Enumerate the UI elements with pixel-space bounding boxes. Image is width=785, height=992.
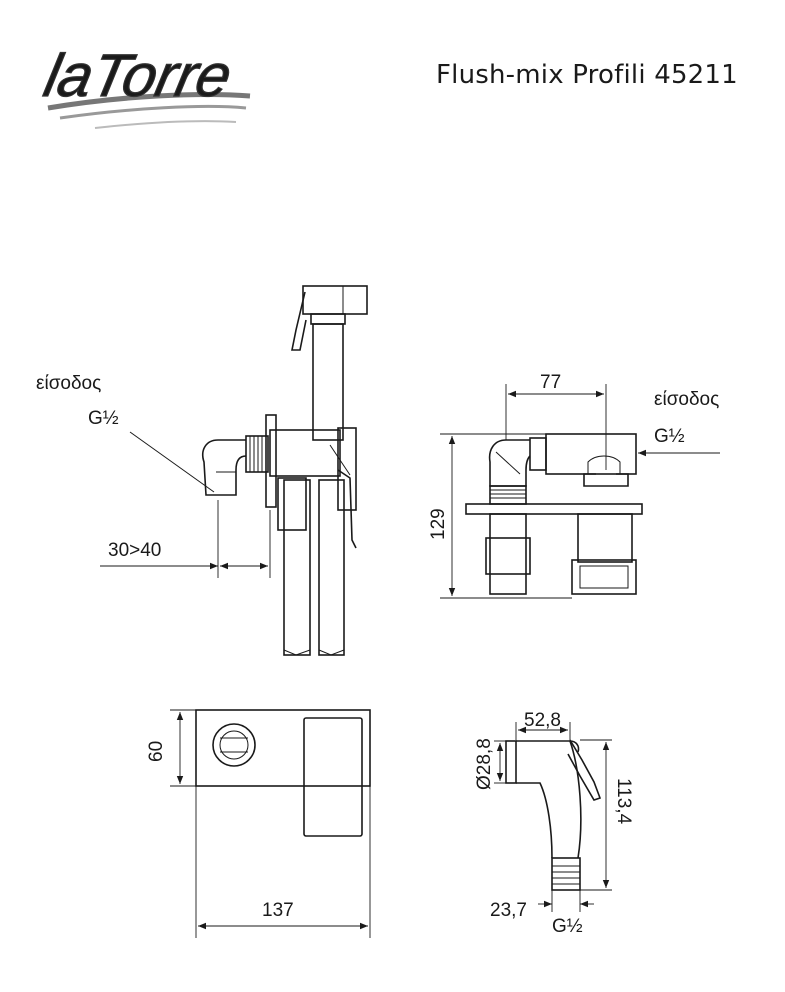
top-height-dim: 129 (428, 508, 449, 540)
front-height-dim: 60 (146, 741, 167, 762)
spray-diameter-dim: Ø28,8 (474, 738, 495, 790)
brand-logo-text: laTorre (39, 42, 238, 109)
spray-connector-thread: G½ (552, 916, 583, 937)
side-inlet-label: είσοδος (36, 373, 101, 394)
spray-head-length-dim: 52,8 (524, 710, 561, 731)
spray-head-view: Ø28,8 52,8 113,4 23,7 G½ (474, 710, 634, 937)
side-inlet-thread: G½ (88, 408, 119, 429)
front-view: 60 137 (146, 709, 371, 938)
spray-length-dim: 113,4 (613, 778, 634, 825)
page-title: Flush-mix Profili 45211 (436, 60, 738, 90)
top-view: 77 129 είσοδος G½ (428, 372, 720, 599)
brand-logo: laTorre (38, 41, 251, 129)
side-depth-dim: 30>40 (108, 540, 161, 561)
top-inlet-label: είσοδος (654, 389, 719, 410)
front-width-dim: 137 (262, 900, 294, 921)
spray-connector-dim: 23,7 (490, 900, 527, 921)
top-inlet-thread: G½ (654, 426, 685, 447)
side-view: είσοδος G½ 30>40 (36, 285, 368, 656)
top-width-dim: 77 (540, 372, 561, 393)
